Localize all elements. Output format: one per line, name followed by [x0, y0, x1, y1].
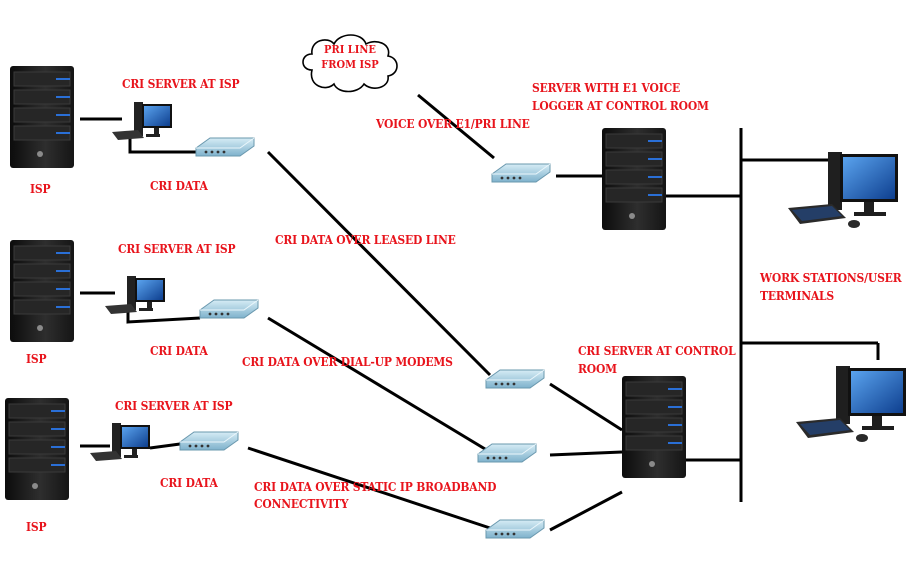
isp3-pc-to-modem-link — [149, 442, 181, 450]
workstation-2 — [796, 366, 906, 442]
isp-modem-3 — [179, 431, 239, 451]
static-ip-label-line2: CONNECTIVITY — [254, 496, 349, 511]
isp-modem-2 — [199, 299, 259, 319]
cri-control-server — [621, 375, 687, 479]
static-ip-link — [247, 446, 491, 530]
cloud-label: PRI LINE FROM ISP — [311, 42, 388, 72]
workstations-label-line2: TERMINALS — [760, 288, 835, 303]
cri-data-label-3: CRI DATA — [160, 475, 218, 490]
cri-server-isp-pc-3 — [90, 423, 150, 461]
workstations-label-line1: WORK STATIONS/USER — [760, 270, 902, 285]
cri-server-isp-label-1: CRI SERVER AT ISP — [122, 76, 240, 91]
voice-over-label: VOICE OVER E1/PRI LINE — [376, 116, 530, 131]
modem-a-to-cri-server — [549, 382, 623, 432]
isp1-pc-to-modem-link — [128, 138, 200, 154]
control-modem-dialup — [477, 443, 537, 463]
control-modem-static-ip — [485, 519, 545, 539]
cri-control-label-line2: ROOM — [578, 361, 617, 376]
cloud-label-line2: FROM ISP — [321, 57, 379, 71]
isp-label-3: ISP — [26, 519, 47, 534]
pri-modem — [491, 163, 551, 183]
voice-logger-label-line2: LOGGER AT CONTROL ROOM — [532, 98, 709, 113]
isp-server-3 — [4, 397, 70, 501]
cloud-label-line1: PRI LINE — [324, 42, 376, 56]
voice-logger-label-line1: SERVER WITH E1 VOICE — [532, 80, 681, 95]
control-modem-leased — [485, 369, 545, 389]
cri-server-isp-pc-1 — [112, 102, 172, 140]
cri-server-isp-label-2: CRI SERVER AT ISP — [118, 241, 236, 256]
cri-data-label-1: CRI DATA — [150, 178, 208, 193]
static-ip-label-line1: CRI DATA OVER STATIC IP BROADBAND — [254, 479, 497, 494]
isp2-pc-to-modem-link — [126, 312, 201, 324]
workstation-1 — [788, 152, 898, 228]
isp-modem-1 — [195, 137, 255, 157]
cri-server-isp-label-3: CRI SERVER AT ISP — [115, 398, 233, 413]
modem-b-to-cri-server — [549, 450, 623, 457]
cri-server-isp-pc-2 — [105, 276, 165, 314]
isp-server-1 — [9, 65, 75, 169]
modem-c-to-cri-server — [549, 490, 623, 532]
cri-control-label-line1: CRI SERVER AT CONTROL — [578, 343, 736, 358]
dialup-link — [267, 316, 491, 454]
connection-lines — [80, 93, 880, 532]
isp-server-2 — [9, 239, 75, 343]
dialup-label: CRI DATA OVER DIAL-UP MODEMS — [242, 354, 453, 369]
pri-line-link — [417, 93, 495, 160]
leased-line-link — [266, 150, 492, 377]
cri-data-label-2: CRI DATA — [150, 343, 208, 358]
isp-label-1: ISP — [30, 181, 51, 196]
leased-line-label: CRI DATA OVER LEASED LINE — [275, 232, 456, 247]
isp-label-2: ISP — [26, 351, 47, 366]
voice-logger-server — [601, 127, 667, 231]
